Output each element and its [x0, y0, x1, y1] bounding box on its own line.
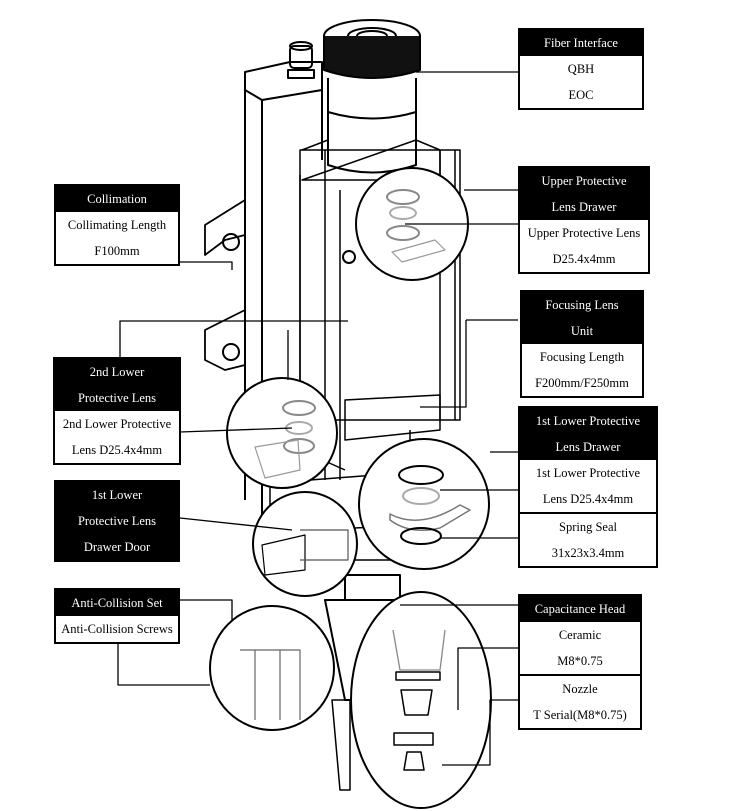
focusing-lens-unit-callout: Focusing Lens Unit Focusing Length F200m… — [520, 290, 644, 398]
callout-header: Lens Drawer — [520, 194, 648, 220]
callout-header: Collimation — [56, 186, 178, 212]
capacitance-head-callout: Capacitance Head Ceramic M8*0.75 Nozzle … — [518, 594, 642, 730]
callout-value: M8*0.75 — [520, 648, 640, 674]
anti-collision-set-callout: Anti-Collision Set Anti-Collision Screws — [54, 588, 180, 644]
callout-value: F100mm — [56, 238, 178, 264]
callout-header: 1st Lower — [56, 482, 178, 508]
callout-header: Drawer Door — [56, 534, 178, 560]
callout-value: Lens D25.4x4mm — [55, 437, 179, 463]
callout-value: 1st Lower Protective — [520, 460, 656, 486]
drawer-door-callout: 1st Lower Protective Lens Drawer Door — [54, 480, 180, 562]
callout-header: Focusing Lens — [522, 292, 642, 318]
callout-value: Lens D25.4x4mm — [520, 486, 656, 512]
callout-header: 2nd Lower — [55, 359, 179, 385]
qbh-connector — [301, 19, 441, 181]
fiber-interface-callout: Fiber Interface QBH EOC — [518, 28, 644, 110]
callout-value: Focusing Length — [522, 344, 642, 370]
callout-value: Nozzle — [520, 674, 640, 702]
callout-value: Collimating Length — [56, 212, 178, 238]
callout-header: Capacitance Head — [520, 596, 640, 622]
first-lower-protective-lens-drawer-callout: 1st Lower Protective Lens Drawer 1st Low… — [518, 406, 658, 568]
callout-header: Upper Protective — [520, 168, 648, 194]
callout-value: 31x23x3.4mm — [520, 540, 656, 566]
callout-header: 1st Lower Protective — [520, 408, 656, 434]
second-lower-lens-detail-circle — [226, 377, 338, 489]
collimation-callout: Collimation Collimating Length F100mm — [54, 184, 180, 266]
second-lower-protective-lens-callout: 2nd Lower Protective Lens 2nd Lower Prot… — [53, 357, 181, 465]
callout-header: Unit — [522, 318, 642, 344]
leader-lines — [117, 71, 518, 766]
callout-value: EOC — [520, 82, 642, 108]
callout-header: Lens Drawer — [520, 434, 656, 460]
callout-value: QBH — [520, 56, 642, 82]
callout-value: Anti-Collision Screws — [56, 616, 178, 642]
callout-value: D25.4x4mm — [520, 246, 648, 272]
capacitance-head-detail-ellipse — [350, 591, 492, 809]
callout-value: 2nd Lower Protective — [55, 411, 179, 437]
callout-header: Anti-Collision Set — [56, 590, 178, 616]
callout-value: Ceramic — [520, 622, 640, 648]
callout-value: F200mm/F250mm — [522, 370, 642, 396]
upper-protective-lens-drawer-callout: Upper Protective Lens Drawer Upper Prote… — [518, 166, 650, 274]
callout-header: Fiber Interface — [520, 30, 642, 56]
callout-value: T Serial(M8*0.75) — [520, 702, 640, 728]
callout-value: Spring Seal — [520, 512, 656, 540]
anti-collision-detail-circle — [209, 605, 335, 731]
callout-header: Protective Lens — [56, 508, 178, 534]
top-connector — [287, 41, 315, 79]
callout-value: Upper Protective Lens — [520, 220, 648, 246]
callout-header: Protective Lens — [55, 385, 179, 411]
